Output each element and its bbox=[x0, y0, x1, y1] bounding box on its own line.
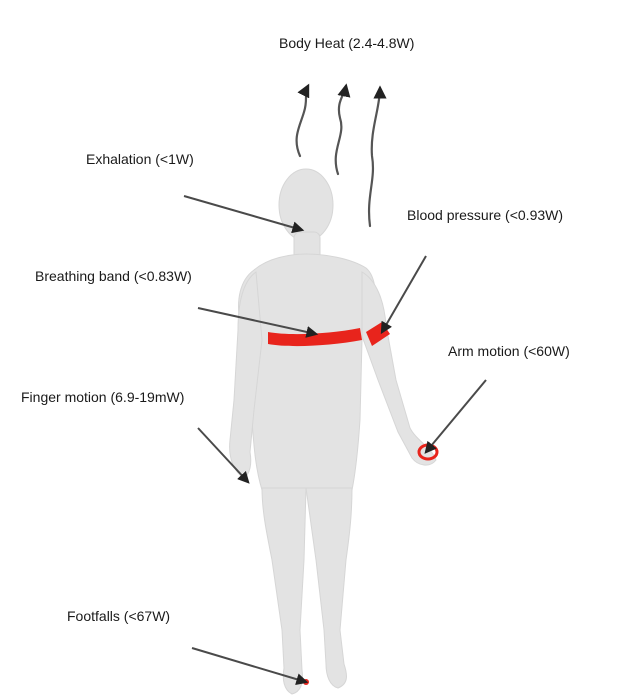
breathing-band-label: Breathing band (<0.83W) bbox=[35, 268, 192, 284]
heat-arrow-right bbox=[369, 88, 380, 226]
heat-arrow-left bbox=[297, 86, 308, 156]
blood-pressure-label: Blood pressure (<0.93W) bbox=[407, 207, 563, 223]
human-body-silhouette bbox=[230, 169, 436, 694]
footfalls-label: Footfalls (<67W) bbox=[67, 608, 170, 624]
arm-motion-arrow bbox=[426, 380, 486, 452]
heat-arrow-middle bbox=[336, 86, 346, 174]
body-heat-label: Body Heat (2.4-4.8W) bbox=[279, 35, 414, 51]
exhalation-label: Exhalation (<1W) bbox=[86, 151, 194, 167]
blood-pressure-arrow bbox=[382, 256, 426, 332]
finger-motion-label: Finger motion (6.9-19mW) bbox=[21, 389, 184, 405]
arm-motion-label: Arm motion (<60W) bbox=[448, 343, 570, 359]
